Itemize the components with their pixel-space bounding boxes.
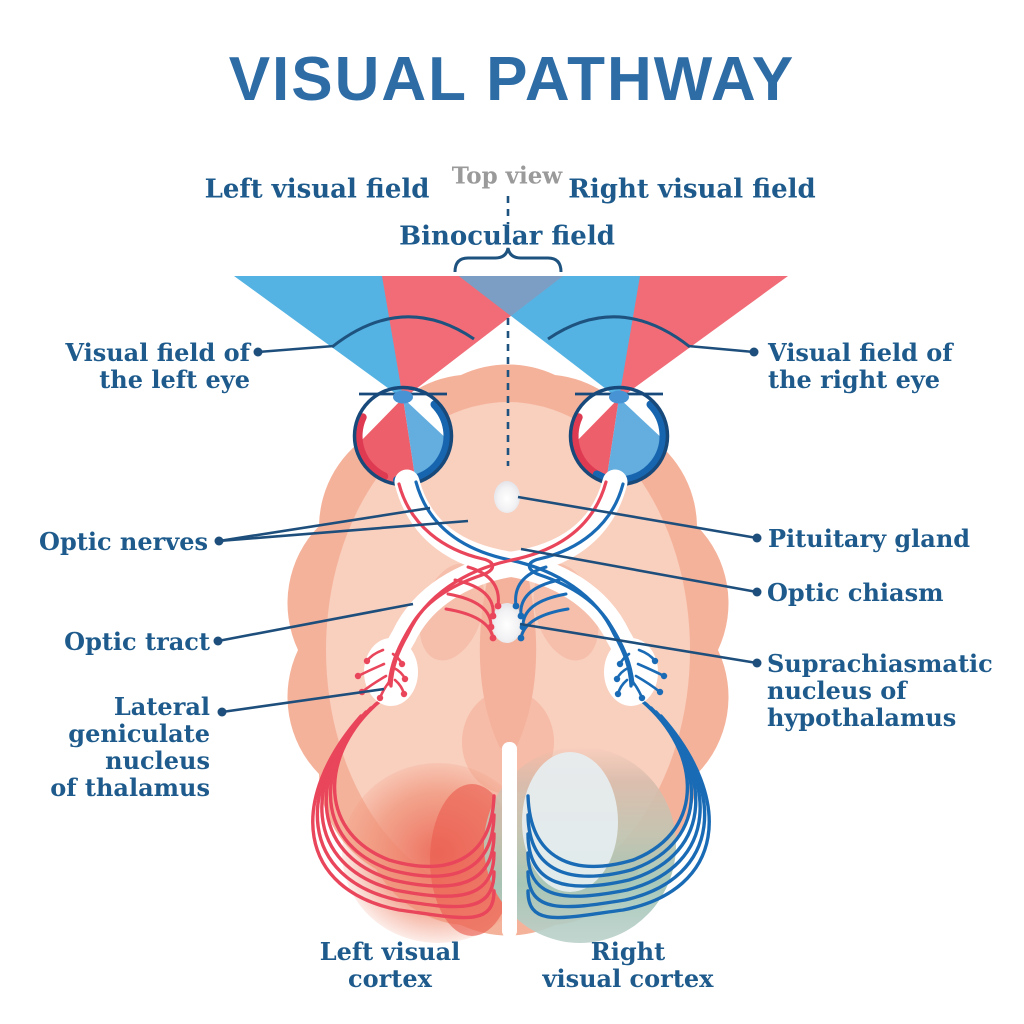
top-view-label: Top view — [451, 162, 563, 190]
lgn-label-line1: Lateral — [113, 692, 210, 721]
lgn-label-line3: nucleus — [105, 746, 210, 775]
visual-field-right-eye-line1: Visual field of — [768, 338, 953, 367]
right-visual-cortex-line2: visual cortex — [542, 964, 714, 993]
lgn-label-line4: of thalamus — [50, 773, 210, 802]
visual-field-right-eye-line2: the right eye — [768, 365, 941, 394]
scn-fiber-terminals-red — [487, 602, 502, 642]
leader-optic-chiasm — [520, 547, 758, 594]
scn-label-line1: Suprachiasmatic — [767, 649, 993, 678]
scn-label-line2: nucleus of — [767, 676, 907, 705]
leader-lines — [217, 344, 758, 714]
optic-tract-label: Optic tract — [64, 627, 210, 656]
leader-dots — [213, 347, 762, 717]
right-visual-cortex-label: Right visual cortex — [528, 938, 728, 992]
left-visual-cortex-label: Left visual cortex — [290, 938, 490, 992]
right-eye-dark-red-crescent — [570, 413, 605, 481]
right-eye-field-angle-arc — [547, 315, 691, 349]
leader-visual-field-right-eye — [687, 344, 755, 354]
right-visual-field-label: Right visual field — [568, 174, 816, 205]
visual-field-right-eye-label: Visual field of the right eye — [768, 339, 953, 393]
leader-pituitary — [517, 495, 758, 540]
left-visual-field-label: Left visual field — [204, 174, 430, 205]
binocular-field-brace — [453, 247, 563, 273]
binocular-overlap-region — [459, 276, 563, 316]
optic-nerves-label: Optic nerves — [39, 527, 208, 556]
scn-label: Suprachiasmatic nucleus of hypothalamus — [767, 650, 993, 731]
left-lgn-terminals — [354, 657, 409, 702]
left-eye-pupil — [393, 390, 413, 404]
right-eye-pupil — [609, 390, 629, 404]
right-visual-cortex-line1: Right — [590, 937, 666, 966]
left-eye-dark-red-crescent — [354, 413, 389, 481]
leader-visual-field-left-eye — [257, 344, 335, 354]
left-visual-cortex-line1: Left visual — [319, 937, 461, 966]
nerve-fibers — [387, 480, 635, 688]
right-eye-nasal-fiber-red — [389, 480, 608, 688]
scn-label-line3: hypothalamus — [767, 703, 957, 732]
right-eye-temporal-fiber-blue — [527, 482, 635, 686]
scn-fibers-red — [444, 565, 500, 640]
lgn-label-line2: geniculate — [68, 719, 210, 748]
visual-field-left-eye-line1: Visual field of — [65, 338, 250, 367]
leader-scn — [519, 622, 758, 665]
left-eye-field-angle-arc — [331, 315, 475, 349]
visual-field-left-eye-line2: the left eye — [99, 365, 250, 394]
left-optic-radiations — [311, 694, 496, 920]
visual-field-left-eye-label: Visual field of the left eye — [65, 339, 250, 393]
lgn-label: Lateral geniculate nucleus of thalamus — [50, 693, 210, 801]
leader-optic-tract — [217, 602, 414, 643]
suprachiasmatic-nucleus-body — [491, 603, 523, 643]
leader-lgn — [221, 687, 385, 714]
page-title: VISUAL PATHWAY — [228, 45, 796, 114]
optic-chiasm-label: Optic chiasm — [767, 578, 944, 607]
left-visual-cortex-line2: cortex — [348, 964, 432, 993]
pituitary-gland-label: Pituitary gland — [768, 524, 971, 553]
right-eye — [570, 387, 668, 485]
binocular-field-label: Binocular field — [399, 221, 615, 252]
leader-optic-nerves-2 — [218, 519, 469, 543]
right-visual-cortex-core — [522, 752, 618, 892]
right-lgn-terminals — [613, 657, 668, 702]
right-optic-radiations — [526, 694, 711, 920]
pituitary-gland-body — [494, 481, 520, 513]
longitudinal-fissure — [502, 742, 517, 938]
leader-optic-nerves-1 — [218, 506, 431, 543]
scn-fibers-blue — [514, 565, 570, 640]
